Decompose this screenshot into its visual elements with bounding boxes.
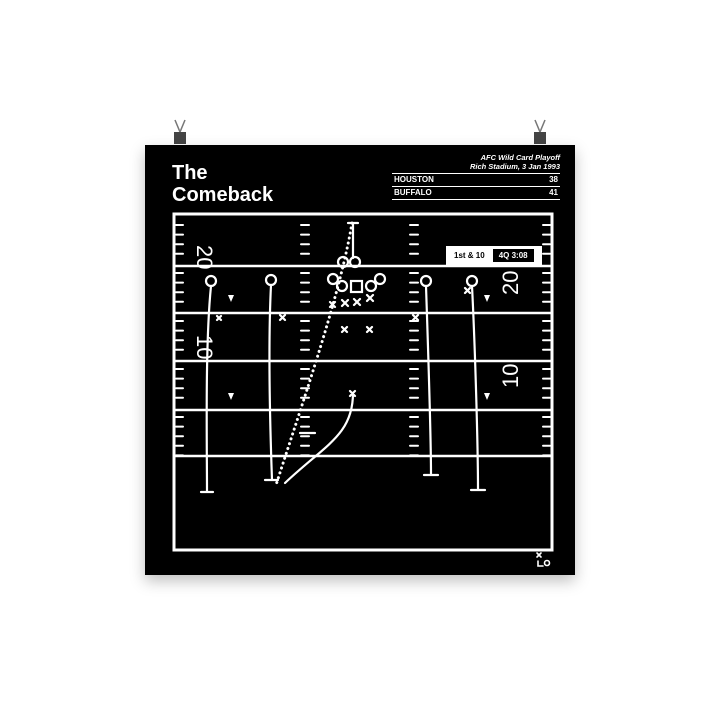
score-row: BUFFALO 41 (392, 186, 560, 200)
yard-numbers: 20 10 20 10 (192, 245, 523, 400)
game-info: AFC Wild Card Playoff Rich Stadium, 3 Ja… (392, 153, 560, 200)
game-clock: 4Q 3:08 (492, 249, 534, 262)
title-line-2: Comeback (172, 184, 274, 206)
team-score: 38 (549, 175, 558, 184)
team-name: BUFFALO (394, 188, 432, 197)
poster-title: The Comeback (172, 162, 273, 206)
team-score: 41 (549, 188, 558, 197)
score-row: HOUSTON 38 (392, 173, 560, 186)
yard-number: 10 (192, 335, 217, 359)
binder-clip-icon (172, 118, 188, 148)
down-and-clock: 1st & 10 4Q 3:08 (446, 246, 542, 265)
team-name: HOUSTON (394, 175, 434, 184)
title-line-1: The (172, 162, 208, 184)
poster: The Comeback AFC Wild Card Playoff Rich … (145, 145, 575, 575)
down-distance: 1st & 10 (454, 251, 485, 260)
yard-number: 10 (498, 364, 523, 388)
field-border (172, 212, 554, 552)
player-routes (199, 221, 487, 494)
xo-logo-icon (536, 552, 551, 567)
game-name: AFC Wild Card Playoff (480, 153, 560, 162)
yard-number: 20 (192, 245, 217, 269)
play-diagram: 20 10 20 10 (172, 212, 554, 567)
hash-marks (175, 224, 551, 457)
venue-date: Rich Stadium, 3 Jan 1993 (469, 162, 560, 171)
binder-clip-icon (532, 118, 548, 148)
yard-lines (172, 264, 554, 458)
yard-number: 20 (498, 271, 523, 295)
